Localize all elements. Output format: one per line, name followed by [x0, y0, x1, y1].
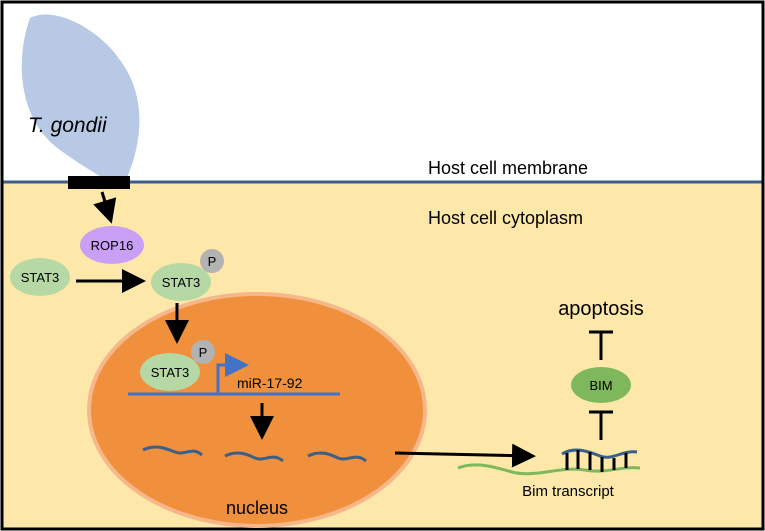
bim-transcript-label: Bim transcript: [522, 483, 615, 500]
host-cell-cytoplasm-label: Host cell cytoplasm: [428, 208, 583, 228]
t-gondii-parasite-shape: [21, 14, 140, 182]
stat3-unphosphorylated-label: STAT3: [21, 270, 60, 285]
nucleus: [87, 292, 427, 528]
phospho-group-1: [200, 249, 224, 273]
nucleus-label: nucleus: [226, 498, 288, 518]
stat3-phosphorylated-node: [151, 263, 211, 301]
stat3-phosphorylated-label: STAT3: [162, 275, 201, 290]
bim-transcript-strand: [457, 463, 641, 476]
mirna-molecule-1: [142, 445, 204, 457]
bim-node: [571, 367, 631, 403]
bim-label: BIM: [589, 378, 612, 393]
mirna-molecule-2: [224, 451, 284, 463]
rhoptry-secretion-bar: [68, 176, 130, 189]
mirna-molecule-3: [307, 451, 367, 463]
host-cell-membrane-label: Host cell membrane: [428, 158, 588, 178]
stat3-nuclear-node: [140, 353, 200, 391]
arrow-mirna-binding: [394, 443, 536, 468]
bound-mirna-strand: [561, 448, 638, 459]
arrow-to-rop16: [93, 191, 117, 224]
rop16-label: ROP16: [91, 238, 134, 253]
phospho-group-2-label: P: [199, 345, 208, 360]
rop16-node: [80, 226, 144, 264]
phospho-group-2: [191, 340, 215, 364]
apoptosis-label: apoptosis: [558, 298, 644, 320]
transcription-start-arrow: [216, 353, 249, 394]
stat3-nuclear-label: STAT3: [151, 365, 190, 380]
phospho-group-1-label: P: [208, 254, 217, 269]
t-gondii-label: T. gondii: [28, 114, 108, 137]
stat3-unphosphorylated-node: [10, 258, 70, 296]
mir-17-92-label: miR-17-92: [237, 375, 303, 391]
